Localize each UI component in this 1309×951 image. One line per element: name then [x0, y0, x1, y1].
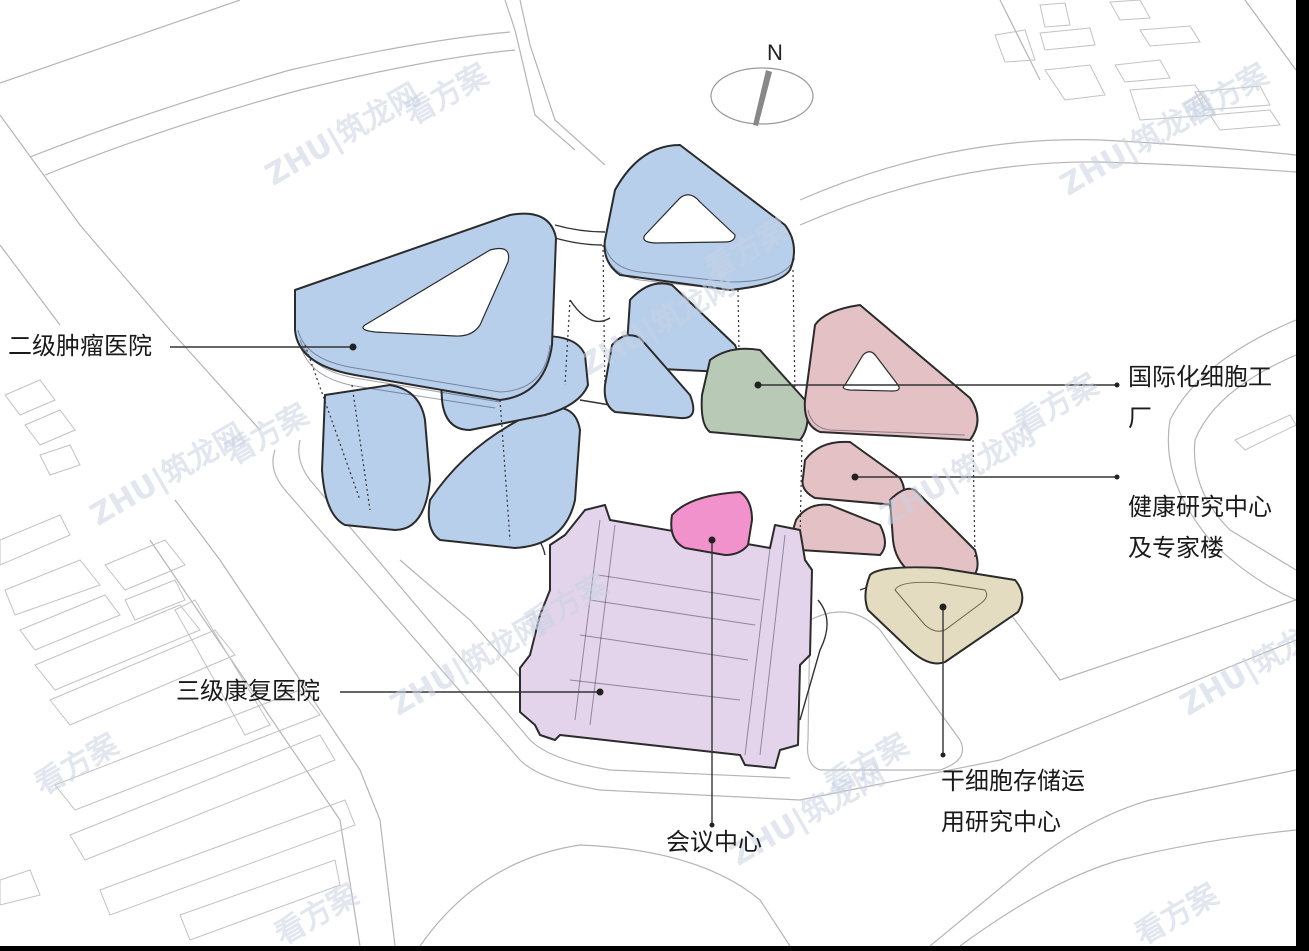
label-stem-cell-line1: 干细胞存储运	[941, 767, 1085, 795]
label-stem-cell-storage: 干细胞存储运 用研究中心	[941, 761, 1085, 843]
oncology-hospital-mass[interactable]	[294, 144, 796, 549]
north-label: N	[767, 40, 783, 65]
label-rehab-hospital: 三级康复医院	[176, 677, 320, 705]
label-cell-factory-line2: 厂	[1128, 404, 1152, 432]
label-health-research-line1: 健康研究中心	[1128, 493, 1272, 521]
conference-center-mass[interactable]	[670, 491, 753, 556]
stem-cell-storage-mass[interactable]	[864, 566, 1024, 665]
context-buildings	[0, 0, 1296, 941]
north-arrow-icon	[710, 67, 814, 126]
leader-lines	[170, 343, 1120, 828]
label-health-research-line2: 及专家楼	[1128, 534, 1224, 562]
cell-factory-mass[interactable]	[700, 347, 809, 441]
label-stem-cell-line2: 用研究中心	[941, 808, 1061, 836]
health-research-mass[interactable]	[791, 304, 979, 579]
label-cell-factory-line1: 国际化细胞工	[1128, 363, 1272, 391]
rehab-hospital-mass[interactable]	[519, 504, 813, 769]
label-oncology-hospital: 二级肿瘤医院	[8, 332, 152, 360]
label-conference-center: 会议中心	[666, 828, 762, 856]
label-health-research: 健康研究中心 及专家楼	[1128, 487, 1272, 569]
label-cell-factory: 国际化细胞工 厂	[1128, 357, 1272, 439]
